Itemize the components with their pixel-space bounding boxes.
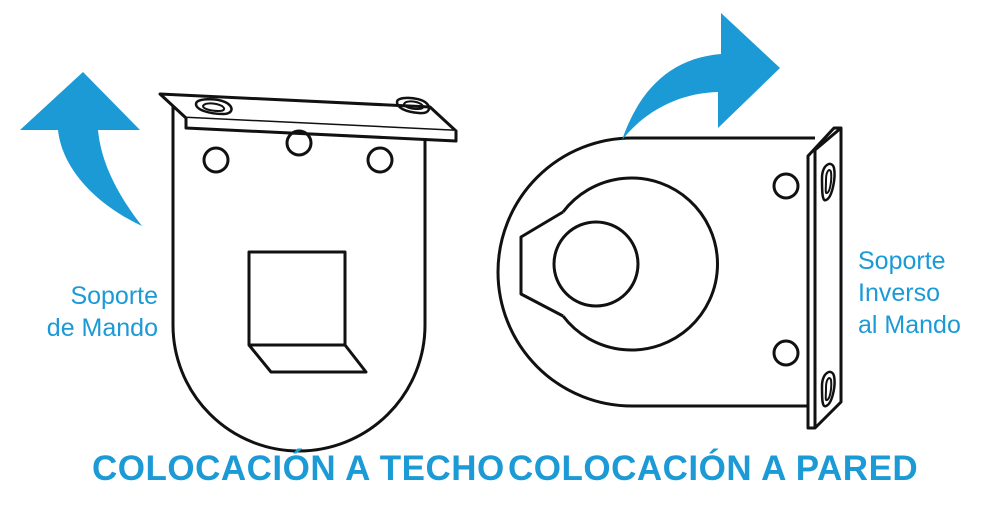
ceiling-bracket [158, 92, 458, 453]
curved-arrow-up-icon [20, 72, 142, 226]
wall-label-line1: Soporte [858, 247, 946, 275]
ceiling-title: COLOCACIÓN A TECHO [92, 449, 505, 488]
wall-label-line3: al Mando [858, 311, 961, 339]
wall-title: COLOCACIÓN A PARED [508, 449, 919, 488]
curved-arrow-right-icon [622, 13, 780, 140]
ceiling-label-line2: de Mando [46, 314, 158, 342]
wall-label-line2: Inverso [858, 279, 940, 307]
wall-bracket [496, 126, 843, 430]
ceiling-bracket-label: Soporte de Mando [18, 280, 158, 344]
wall-bracket-label: Soporte Inverso al Mando [858, 245, 961, 341]
ceiling-label-line1: Soporte [70, 282, 158, 310]
